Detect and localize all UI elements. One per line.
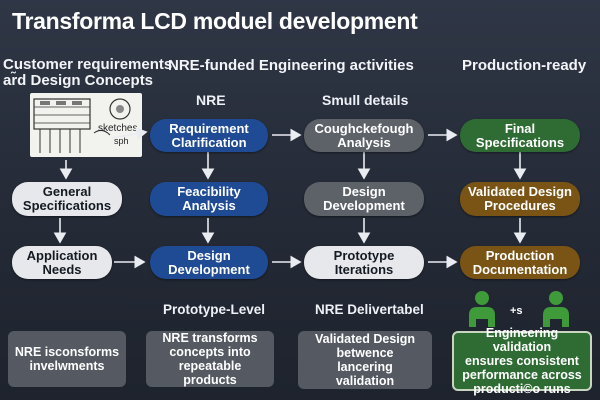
column-heading-production: Production-ready [462, 57, 587, 74]
column-heading-customer-line2: ar̃d Design Concepts [3, 72, 154, 89]
bottom-box-1-line1: NRE isconsforms [14, 345, 120, 359]
node-requirement-clarification-line1: Requirement [169, 120, 249, 136]
node-production-documentation: Production Documentation [460, 246, 580, 279]
node-final-specifications-line1: Final [504, 120, 536, 136]
bottom-box-4-line1: Engineering validation [485, 326, 559, 354]
node-design-development-gray-line2: Development [323, 198, 405, 213]
node-general-specifications-line2: Specifications [22, 198, 112, 213]
bottom-box-1-line2: invelwments [29, 359, 105, 373]
node-application-needs-line2: Needs [42, 261, 82, 277]
node-application-needs-line1: Application [26, 247, 98, 263]
node-design-development-gray: Design Development [304, 182, 424, 216]
sketch-label: sketches [98, 123, 138, 134]
subheading-nre: NRE [196, 92, 226, 108]
bottom-box-4-line2: ensures consistent [465, 354, 579, 368]
column-heading-nre: NRE-funded Engineering activities [168, 57, 414, 74]
bottom-box-2-line2: concepts into [169, 345, 251, 359]
bottom-box-2-line3: repeatable products [178, 359, 242, 387]
bottom-box-nre-transforms: NRE transforms concepts into repeatable … [146, 331, 274, 387]
bottom-box-nre-investments: NRE isconsforms invelwments [8, 331, 126, 387]
node-general-specifications-line1: General [42, 184, 92, 199]
bottom-box-engineering-validation: Engineering validation ensures consisten… [452, 326, 592, 396]
node-cough-analysis: Coughckefough Analysis [304, 119, 424, 152]
arrow-sketch-to-requirement [111, 127, 148, 140]
node-final-specifications: Final Specifications [460, 119, 580, 152]
node-cough-analysis-line2: Analysis [337, 134, 391, 150]
bottom-box-3-line4: validation [335, 374, 395, 388]
node-design-development-gray-line1: Design [342, 184, 386, 199]
node-validated-design-line1: Validated Design [467, 184, 573, 199]
bottom-box-4-line4: producti©o runs [473, 382, 571, 396]
column-heading-customer: Customer requirements ar̃d Design Concep… [3, 57, 172, 89]
person-icon [469, 291, 495, 327]
node-production-documentation-line1: Production [485, 247, 555, 263]
node-design-development-blue: Design Development [150, 246, 268, 279]
node-cough-analysis-line1: Coughckefough [314, 120, 414, 136]
node-validated-design-procedures: Validated Design Procedures [460, 182, 580, 216]
node-feasibility-analysis: Feacibility Analysis [150, 182, 268, 216]
bottom-box-3-line1: Validated Design [314, 332, 416, 346]
label-nre-deliverable: NRE Delivertabel [315, 302, 424, 317]
person-icon-2 [543, 291, 569, 327]
node-requirement-clarification-line2: Clarification [171, 134, 247, 150]
node-validated-design-line2: Procedures [484, 198, 556, 213]
node-application-needs: Application Needs [12, 246, 112, 279]
node-prototype-iterations-label: Prototype Iterations [333, 247, 395, 277]
bottom-box-3-line2: betwence [336, 346, 394, 360]
page-title: Transforma LCD moduel development [12, 8, 418, 34]
subheading-small-details: Smull details [322, 92, 409, 108]
bottom-box-validated-design: Validated Design betwence lancering vali… [298, 331, 432, 389]
node-requirement-clarification: Requirement Clarification [150, 119, 268, 152]
node-final-specifications-line2: Specifications [475, 134, 565, 150]
label-prototype-level: Prototype-Level [163, 302, 266, 317]
sketch-illustration: sketches sph [30, 93, 142, 157]
bottom-box-3-line3: lancering [337, 360, 393, 374]
sketch-drawing [33, 98, 131, 153]
column-heading-customer-line1: Customer requirements [3, 56, 173, 73]
plus-label: +s [510, 305, 523, 317]
node-design-development-blue-line2: Development [168, 261, 250, 277]
node-design-development-blue-line1: Design [187, 247, 231, 263]
bottom-box-2-line1: NRE transforms [162, 331, 258, 345]
node-general-specifications: General Specifications [12, 182, 122, 216]
node-production-documentation-line2: Documentation [472, 261, 568, 277]
bottom-box-4-line3: performance across [462, 368, 582, 382]
node-feasibility-analysis-line2: Analysis [182, 198, 236, 213]
node-prototype-iterations: Prototype Iterations [304, 246, 424, 279]
node-feasibility-analysis-line1: Feacibility [177, 184, 241, 199]
sketch-label-2: sph [114, 136, 129, 146]
